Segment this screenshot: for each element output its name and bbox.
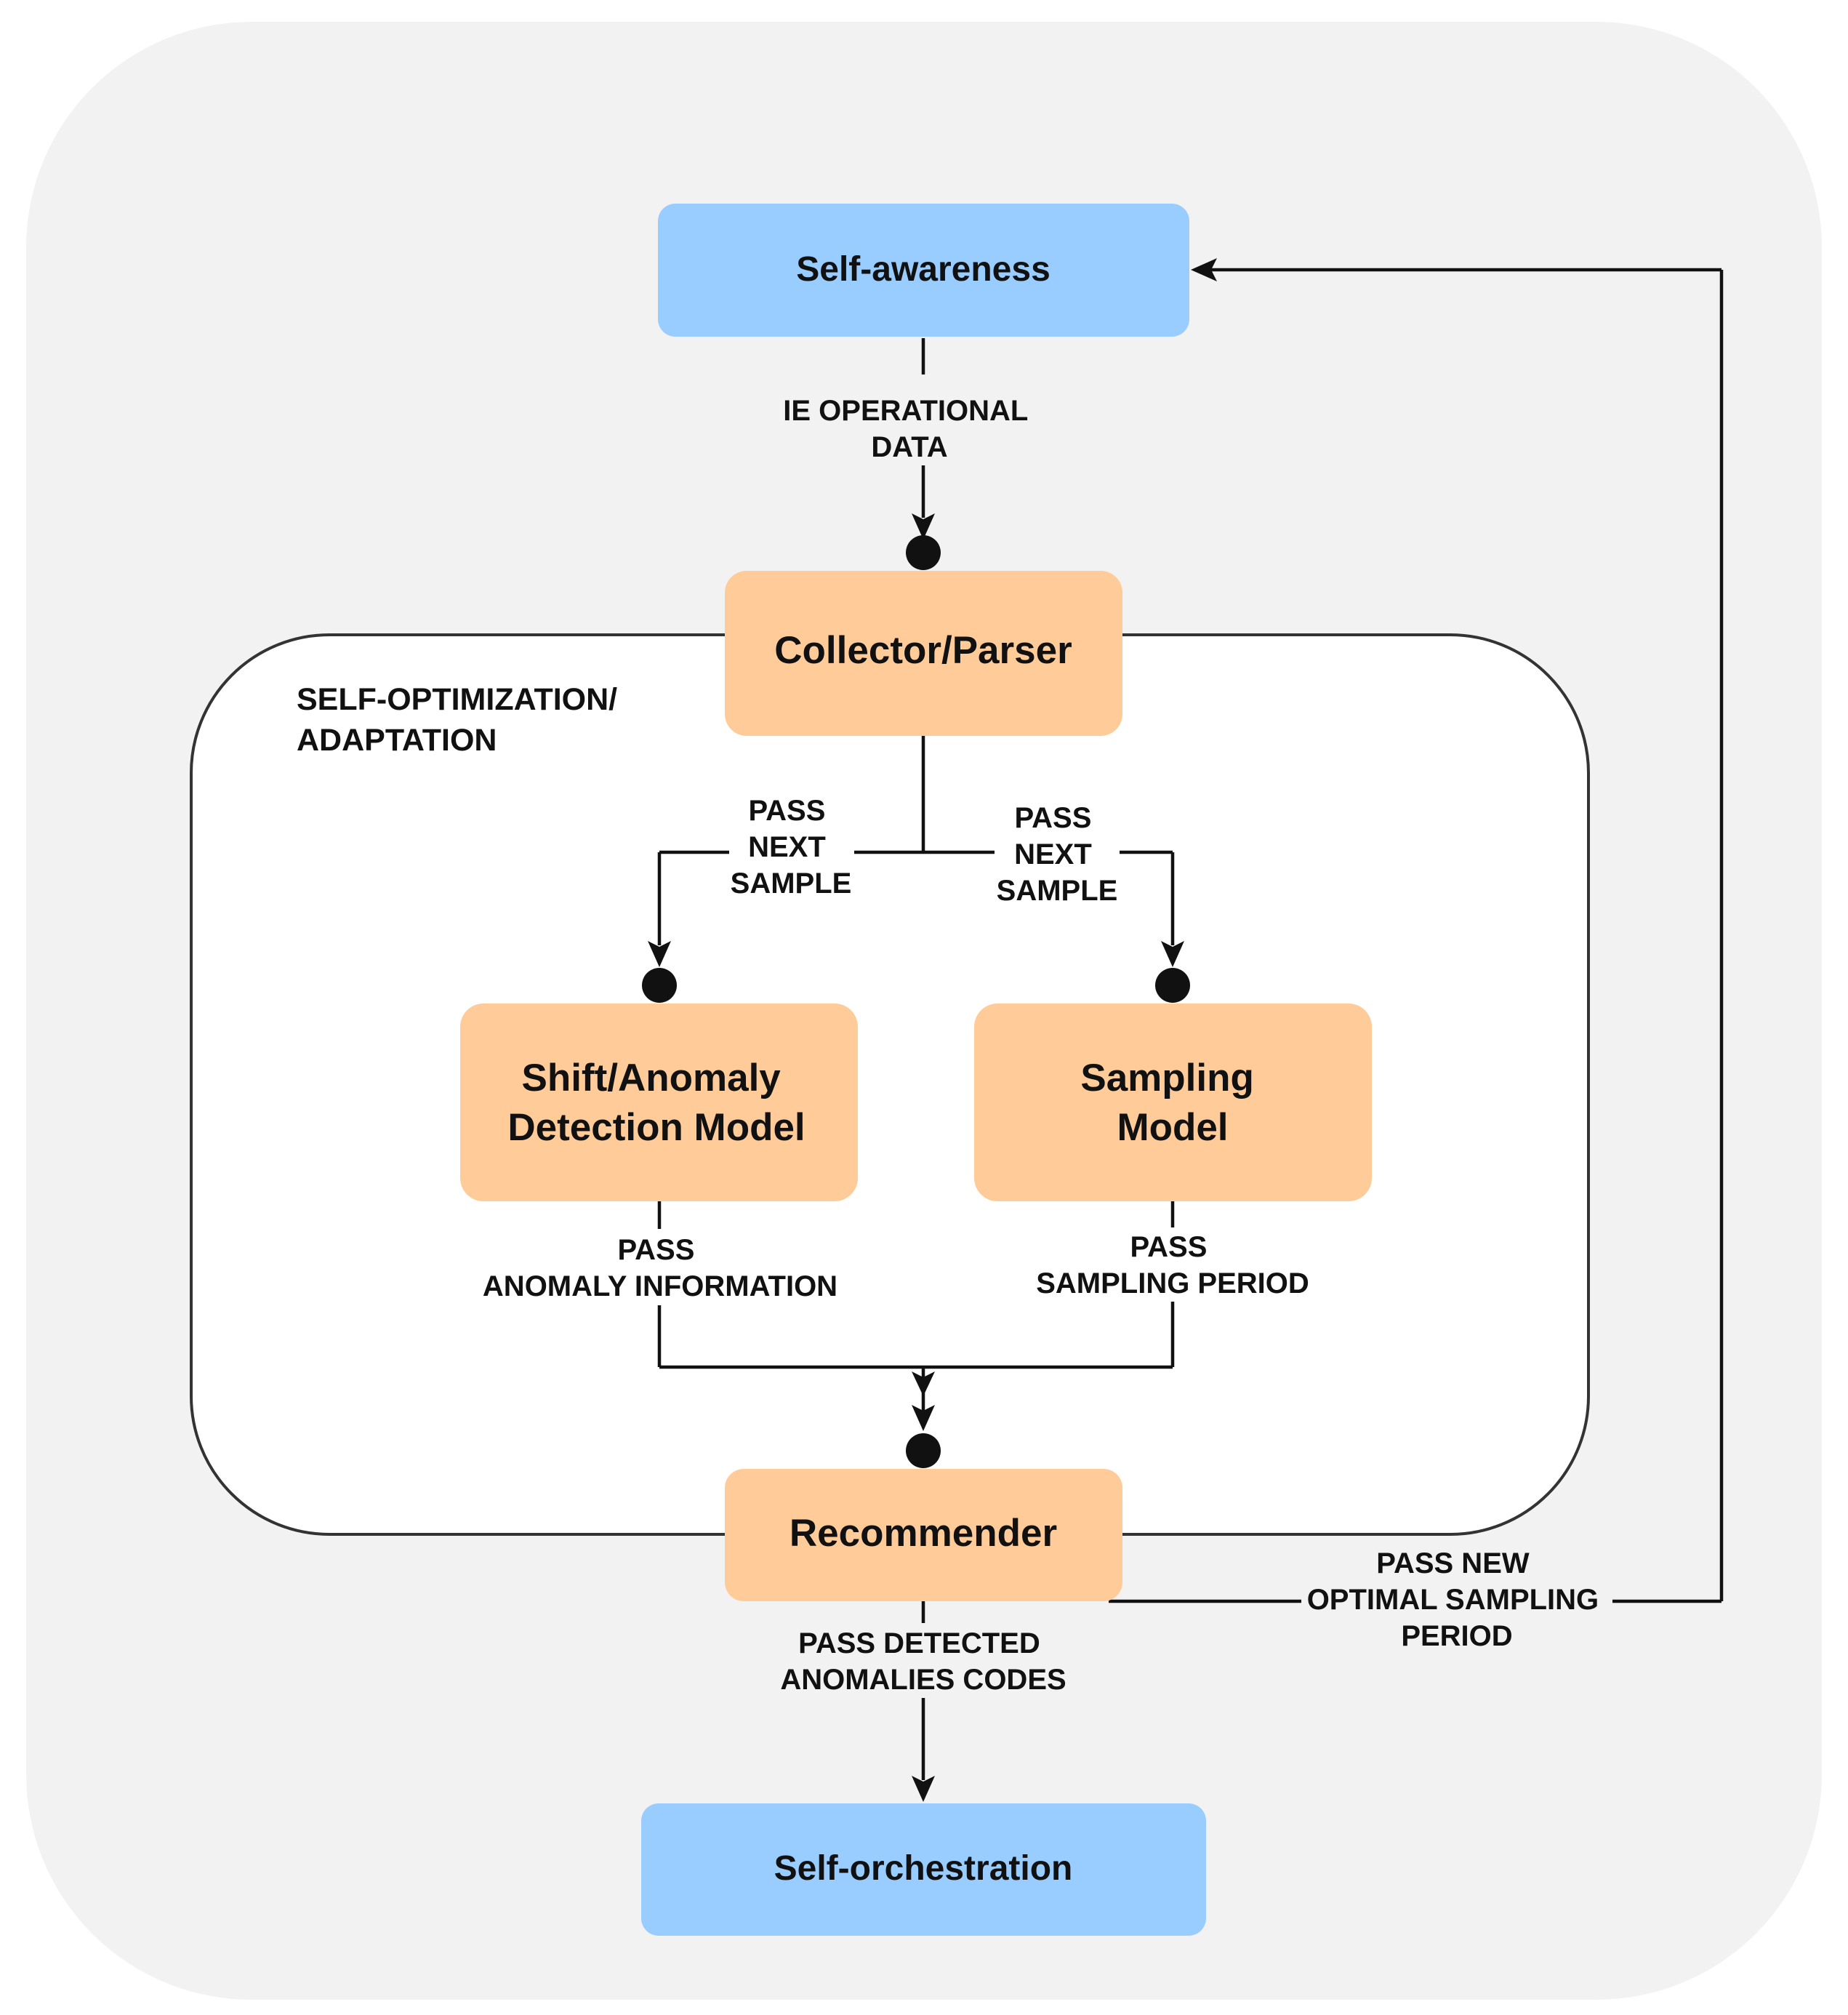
self-optimization-frame <box>190 633 1590 1536</box>
edge-label-pass-new-optimal-sampling-period: PASS NEW OPTIMAL SAMPLING PERIOD <box>1307 1547 1607 1652</box>
node-self-awareness[interactable]: Self-awareness <box>658 204 1189 337</box>
edge-ie-operational-data: IE OPERATIONAL DATA <box>783 338 1035 570</box>
edge-label-pass-detected-anomalies-codes: PASS DETECTED ANOMALIES CODES <box>780 1627 1066 1696</box>
arrow-head <box>648 941 671 967</box>
svg-text:Sampling Model: Sampling Model <box>1080 1057 1264 1149</box>
edge-label-ie-operational-data: IE OPERATIONAL DATA <box>783 395 1035 463</box>
edge-merge-into-recommender <box>906 1367 941 1468</box>
input-port-sampling-model <box>1155 968 1190 1003</box>
svg-text:Collector/Parser: Collector/Parser <box>774 629 1072 672</box>
edge-label-pass-next-sample-right: PASS NEXT SAMPLE <box>997 802 1118 907</box>
arrow-head <box>1161 941 1184 967</box>
node-shift-anomaly-detection-model[interactable]: Shift/Anomaly Detection Model <box>460 1004 858 1201</box>
input-port-collector <box>906 535 941 570</box>
node-sampling-model[interactable]: Sampling Model <box>974 1004 1372 1201</box>
edge-pass-anomaly-information: PASS ANOMALY INFORMATION <box>483 1201 1173 1369</box>
edge-pass-next-sample-left: PASS NEXT SAMPLE <box>642 736 925 1003</box>
svg-text:Recommender: Recommender <box>790 1512 1057 1555</box>
input-port-shift-anomaly <box>642 968 677 1003</box>
edge-label-pass-next-sample-left: PASS NEXT SAMPLE <box>731 795 852 900</box>
edge-pass-next-sample-right: PASS NEXT SAMPLE <box>923 802 1190 1003</box>
arrow-head <box>1191 258 1217 281</box>
edge-label-pass-sampling-period: PASS SAMPLING PERIOD <box>1036 1231 1309 1299</box>
arrow-head <box>912 1371 935 1396</box>
node-recommender[interactable]: Recommender <box>725 1469 1122 1601</box>
node-self-orchestration[interactable]: Self-orchestration <box>641 1803 1206 1936</box>
svg-text:Self-awareness: Self-awareness <box>796 250 1050 289</box>
arrow-head <box>912 1776 935 1802</box>
input-port-recommender <box>906 1433 941 1468</box>
arrow-head <box>912 1405 935 1431</box>
node-collector-parser[interactable]: Collector/Parser <box>725 571 1122 736</box>
edge-pass-sampling-period: PASS SAMPLING PERIOD <box>1036 1201 1309 1367</box>
edge-pass-new-optimal-sampling-period: PASS NEW OPTIMAL SAMPLING PERIOD <box>1109 258 1724 1652</box>
svg-text:Self-orchestration: Self-orchestration <box>774 1849 1073 1888</box>
svg-text:Shift/Anomaly Detection: Shift/Anomaly Detection Model <box>507 1057 805 1149</box>
arrow-head <box>912 513 935 540</box>
group-label: SELF-OPTIMIZATION/ ADAPTATION <box>297 682 626 758</box>
edge-label-pass-anomaly-information: PASS ANOMALY INFORMATION <box>483 1234 837 1302</box>
edge-pass-detected-anomalies-codes: PASS DETECTED ANOMALIES CODES <box>780 1601 1066 1802</box>
